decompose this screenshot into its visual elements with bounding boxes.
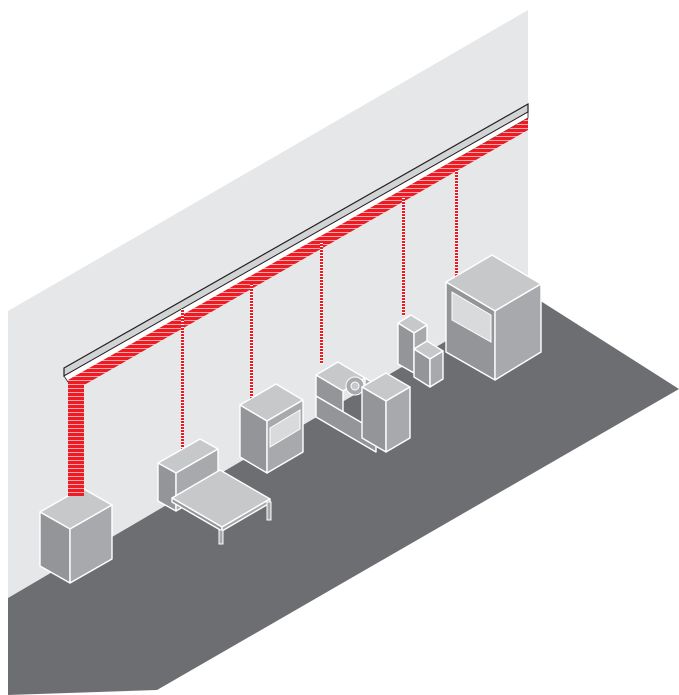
workbench-with-table <box>157 438 272 545</box>
back-wall <box>8 10 528 598</box>
stepped-cabinet <box>397 314 444 388</box>
power-cabinet <box>39 484 113 584</box>
drop-cable <box>250 283 253 400</box>
floor <box>8 293 679 695</box>
monitor-cabinet <box>239 383 304 474</box>
drop-cables <box>181 170 458 455</box>
large-monitor-screen <box>451 291 492 343</box>
drop-cable <box>402 198 405 316</box>
drop-cable <box>181 309 184 455</box>
drop-cable <box>320 243 323 364</box>
main-cable-bundle <box>68 374 84 496</box>
machine-unit <box>315 361 411 453</box>
monitor-screen <box>269 409 301 448</box>
drop-cable <box>455 170 458 280</box>
large-monitor-cabinet <box>445 254 542 381</box>
